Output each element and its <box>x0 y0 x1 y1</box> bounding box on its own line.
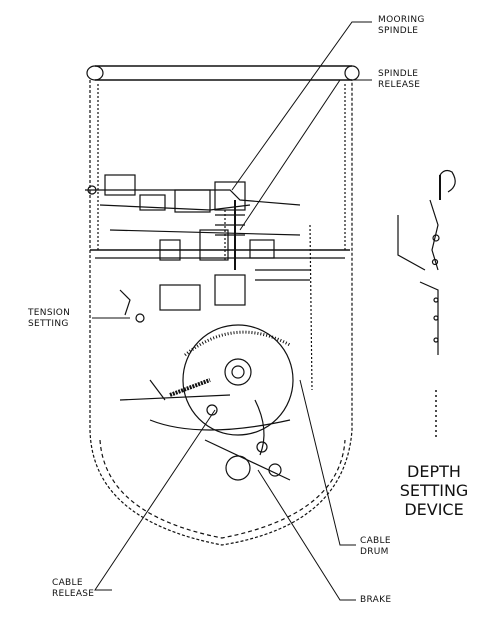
housing-outline <box>86 65 360 546</box>
upper-mechanism <box>85 174 350 391</box>
leader-lines <box>92 21 372 601</box>
cable-drum <box>119 324 294 481</box>
brake-label: BRAKE <box>360 595 392 605</box>
depth-setting-device <box>397 169 456 440</box>
